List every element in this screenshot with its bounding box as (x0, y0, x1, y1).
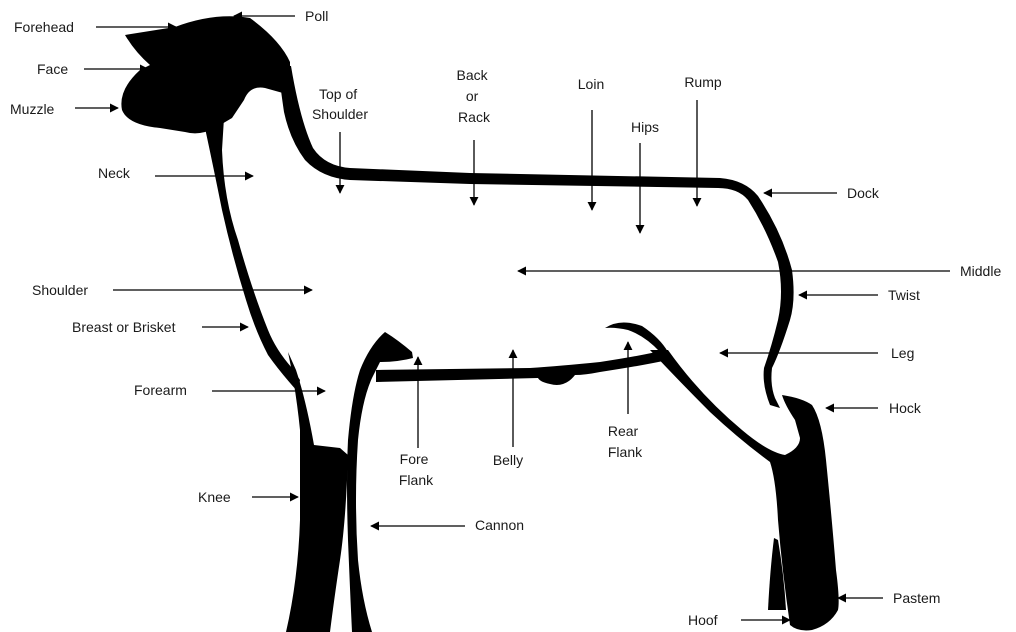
neck-front-shape (205, 118, 300, 392)
label-fore-flank: Fore Flank (399, 451, 434, 488)
label-hoof: Hoof (688, 612, 718, 628)
label-dock: Dock (847, 185, 880, 201)
label-hips: Hips (631, 119, 659, 135)
label-forearm: Forearm (134, 382, 187, 398)
rear-leg-shape (650, 350, 839, 630)
label-shoulder: Shoulder (32, 282, 88, 298)
label-top-of-shoulder: Top of Shoulder (312, 86, 368, 122)
label-cannon: Cannon (475, 517, 524, 533)
label-breast-or-brisket: Breast or Brisket (72, 319, 176, 335)
label-back-or-rack: Back or Rack (456, 67, 491, 125)
label-muzzle: Muzzle (10, 101, 55, 117)
head-shape (121, 16, 290, 133)
label-hock: Hock (889, 400, 922, 416)
label-rump: Rump (684, 74, 722, 90)
front-leg-shape (286, 352, 348, 632)
label-twist: Twist (888, 287, 920, 303)
label-leg: Leg (891, 345, 914, 361)
label-knee: Knee (198, 489, 231, 505)
label-rear-flank: Rear Flank (608, 423, 643, 460)
rear-flank-shape (605, 322, 668, 352)
label-loin: Loin (578, 76, 604, 92)
label-neck: Neck (98, 165, 131, 181)
label-forehead: Forehead (14, 19, 74, 35)
label-face: Face (37, 61, 68, 77)
label-poll: Poll (305, 8, 328, 24)
belly-shape (376, 350, 668, 385)
label-belly: Belly (493, 452, 523, 468)
label-middle: Middle (960, 263, 1001, 279)
label-pastem: Pastem (893, 590, 940, 606)
